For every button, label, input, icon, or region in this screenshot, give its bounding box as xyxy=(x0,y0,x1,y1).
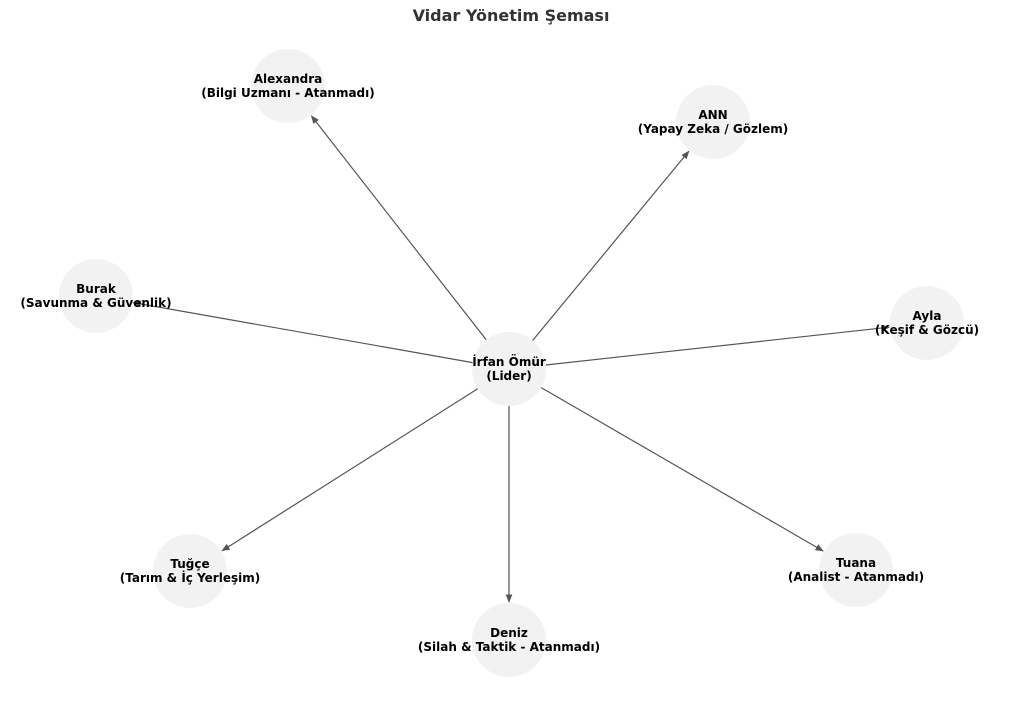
node-role: (Lider) xyxy=(486,369,531,383)
node-circle xyxy=(472,332,546,406)
edge-center-to-ayla xyxy=(545,324,891,366)
node-tuana: Tuana(Analist - Atanmadı) xyxy=(788,533,924,607)
node-role: (Keşif & Gözcü) xyxy=(875,323,979,337)
node-name: İrfan Ömür xyxy=(472,354,546,369)
node-name: Tuğçe xyxy=(170,557,209,571)
node-role: (Yapay Zeka / Gözlem) xyxy=(638,122,788,136)
node-alexandra: Alexandra(Bilgi Uzmanı - Atanmadı) xyxy=(201,49,375,123)
node-name: Deniz xyxy=(490,626,528,640)
edge-center-to-tuana xyxy=(540,386,824,552)
node-role: (Analist - Atanmadı) xyxy=(788,570,924,584)
edge-center-to-alexandra xyxy=(310,115,487,341)
node-role: (Bilgi Uzmanı - Atanmadı) xyxy=(201,86,375,100)
node-circle xyxy=(890,286,964,360)
node-name: Burak xyxy=(76,282,117,296)
node-circle xyxy=(819,533,893,607)
node-role: (Savunma & Güvenlik) xyxy=(20,296,171,310)
edge-center-to-ann xyxy=(532,150,690,341)
node-circle xyxy=(472,603,546,677)
node-circle xyxy=(251,49,325,123)
edge-center-to-tugce xyxy=(221,388,479,552)
node-center-leader: İrfan Ömür(Lider) xyxy=(472,332,546,406)
node-role: (Silah & Taktik - Atanmadı) xyxy=(418,640,600,654)
node-burak: Burak(Savunma & Güvenlik) xyxy=(20,259,172,333)
node-circle xyxy=(153,534,227,608)
node-tugce: Tuğçe(Tarım & İç Yerleşim) xyxy=(120,534,260,608)
node-deniz: Deniz(Silah & Taktik - Atanmadı) xyxy=(418,603,600,677)
diagram-title: Vidar Yönetim Şeması xyxy=(413,6,610,25)
node-ayla: Ayla(Keşif & Gözcü) xyxy=(875,286,979,360)
node-circle xyxy=(676,85,750,159)
node-circle xyxy=(59,259,133,333)
edges-layer xyxy=(132,115,891,603)
node-name: Tuana xyxy=(836,556,876,570)
node-role: (Tarım & İç Yerleşim) xyxy=(120,570,260,585)
node-ann: ANN(Yapay Zeka / Gözlem) xyxy=(638,85,788,159)
node-name: Alexandra xyxy=(254,72,323,86)
edge-center-to-burak xyxy=(132,300,473,364)
nodes-layer: İrfan Ömür(Lider) Alexandra(Bilgi Uzmanı … xyxy=(20,49,979,677)
node-name: ANN xyxy=(698,108,727,122)
node-name: Ayla xyxy=(913,309,942,323)
